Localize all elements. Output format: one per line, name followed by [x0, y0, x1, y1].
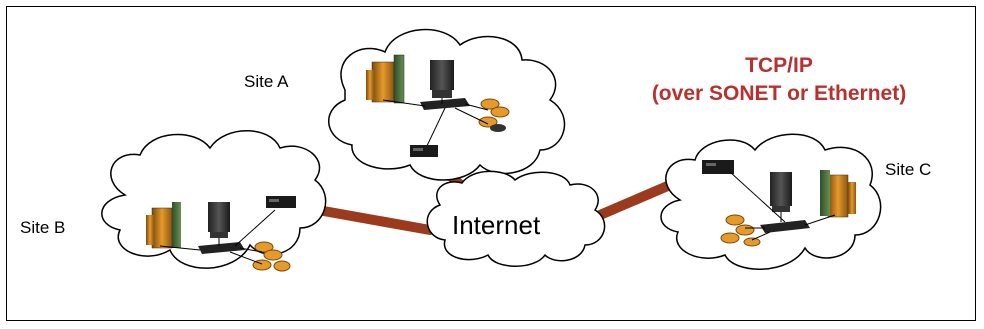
- storage-disks-icon: [478, 98, 510, 132]
- internet-label: Internet: [452, 210, 541, 240]
- network-switch-icon: [760, 220, 810, 233]
- workstation-icon: [430, 60, 454, 98]
- workstation-icon: [770, 172, 792, 212]
- site-b-label: Site B: [20, 218, 66, 237]
- site-a-equipment: [366, 54, 510, 157]
- network-switch-icon: [420, 98, 470, 110]
- router-icon: [266, 196, 296, 208]
- site-c-equipment: [702, 160, 856, 247]
- site-b-equipment: [146, 196, 296, 272]
- protocol-annotation: TCP/IP (over SONET or Ethernet): [604, 52, 954, 108]
- server-rack-icon: [366, 54, 405, 104]
- storage-disks-icon: [720, 214, 761, 247]
- server-rack-icon: [820, 170, 856, 218]
- router-icon: [410, 145, 438, 157]
- protocol-line-1: TCP/IP: [745, 54, 813, 77]
- network-switch-icon: [198, 242, 245, 254]
- protocol-line-2: (over SONET or Ethernet): [651, 82, 907, 105]
- router-icon: [702, 160, 734, 174]
- server-rack-icon: [146, 202, 181, 249]
- internet-cloud: [426, 170, 606, 267]
- site-a-label: Site A: [244, 72, 289, 91]
- workstation-icon: [208, 202, 230, 238]
- site-c-label: Site C: [885, 160, 932, 179]
